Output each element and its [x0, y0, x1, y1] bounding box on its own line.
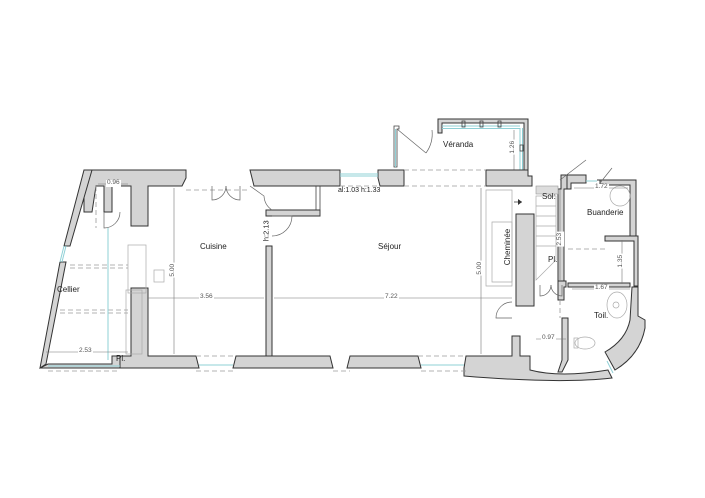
- dim-cuisine-width: 3.56: [199, 293, 214, 301]
- room-label-placard-cellier: Pl.: [116, 354, 126, 363]
- windows: [48, 173, 614, 374]
- dim-cuisine-depth: 5.00: [169, 262, 177, 278]
- room-label-cellier: Cellier: [57, 285, 80, 294]
- walls: [39, 169, 646, 382]
- room-label-cheminee: Cheminée: [503, 228, 513, 266]
- dim-toilettes-width: 1.67: [594, 284, 609, 292]
- dim-sejour-depth: 5.00: [476, 260, 484, 276]
- dim-placard-depth: 2.53: [556, 231, 564, 247]
- room-label-placard-hall: Pl.: [548, 255, 558, 264]
- veranda-structure: [393, 118, 529, 171]
- room-label-sejour: Séjour: [378, 242, 402, 251]
- dim-hall-width: 0.97: [541, 334, 556, 342]
- dim-cellier-width: 2.53: [78, 347, 93, 355]
- dashed-lines: [48, 169, 605, 372]
- room-label-toilettes: Toil.: [594, 311, 609, 320]
- doors: [103, 159, 613, 319]
- dim-veranda-depth: 1.26: [509, 139, 517, 155]
- fixtures: [125, 185, 631, 355]
- room-label-buanderie: Buanderie: [587, 208, 624, 217]
- room-label-veranda: Véranda: [443, 140, 474, 149]
- dim-sejour-width: 7.22: [384, 293, 399, 301]
- dim-window-spec: al:1.03 h:1.33: [337, 187, 382, 194]
- room-label-cuisine: Cuisine: [200, 242, 227, 251]
- dim-buanderie-width: 1.72: [594, 183, 609, 191]
- dim-cellier-top: 0.96: [106, 179, 121, 187]
- dim-door-height: h:2.13: [261, 220, 271, 242]
- dim-buanderie-depth: 1.35: [617, 253, 625, 269]
- room-label-sol: Sol:: [542, 192, 556, 201]
